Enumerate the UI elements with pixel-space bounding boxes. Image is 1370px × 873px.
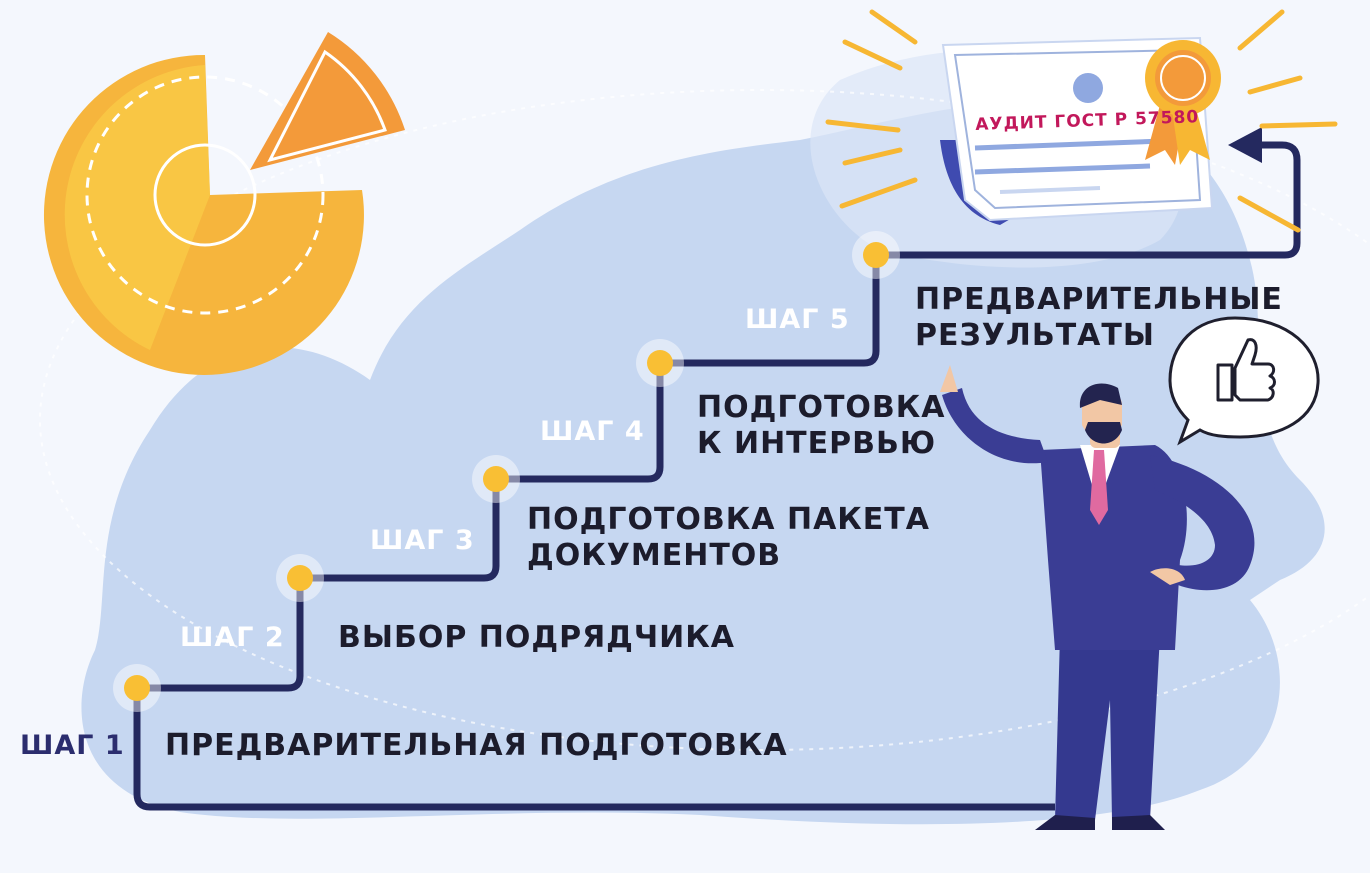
staircase-path [133, 141, 1301, 811]
step-nodes [113, 231, 900, 712]
step-3-description: ПОДГОТОВКА ПАКЕТА ДОКУМЕНТОВ [527, 502, 930, 573]
step-5-description: ПРЕДВАРИТЕЛЬНЫЕ РЕЗУЛЬТАТЫ [915, 282, 1283, 353]
businessman-figure [940, 365, 1255, 830]
step-5-label: ШАГ 5 [745, 304, 850, 335]
step-4-description: ПОДГОТОВКА К ИНТЕРВЬЮ [697, 390, 946, 461]
step-1-label: ШАГ 1 [20, 730, 125, 761]
step-4-label: ШАГ 4 [540, 416, 645, 447]
award-rosette-icon [1145, 40, 1221, 165]
step-2-description: ВЫБОР ПОДРЯДЧИКА [338, 620, 735, 655]
dashed-orbit [39, 89, 1370, 751]
background-blob [81, 101, 1325, 825]
arrow-head-icon [1228, 127, 1262, 163]
sparkle-rays [825, 9, 1338, 233]
pie-chart-icon [43, 32, 405, 375]
step-1-description: ПРЕДВАРИТЕЛЬНАЯ ПОДГОТОВКА [165, 728, 788, 763]
step-3-label: ШАГ 3 [370, 525, 475, 556]
step-2-label: ШАГ 2 [180, 622, 285, 653]
thumbs-up-icon [1168, 316, 1320, 446]
